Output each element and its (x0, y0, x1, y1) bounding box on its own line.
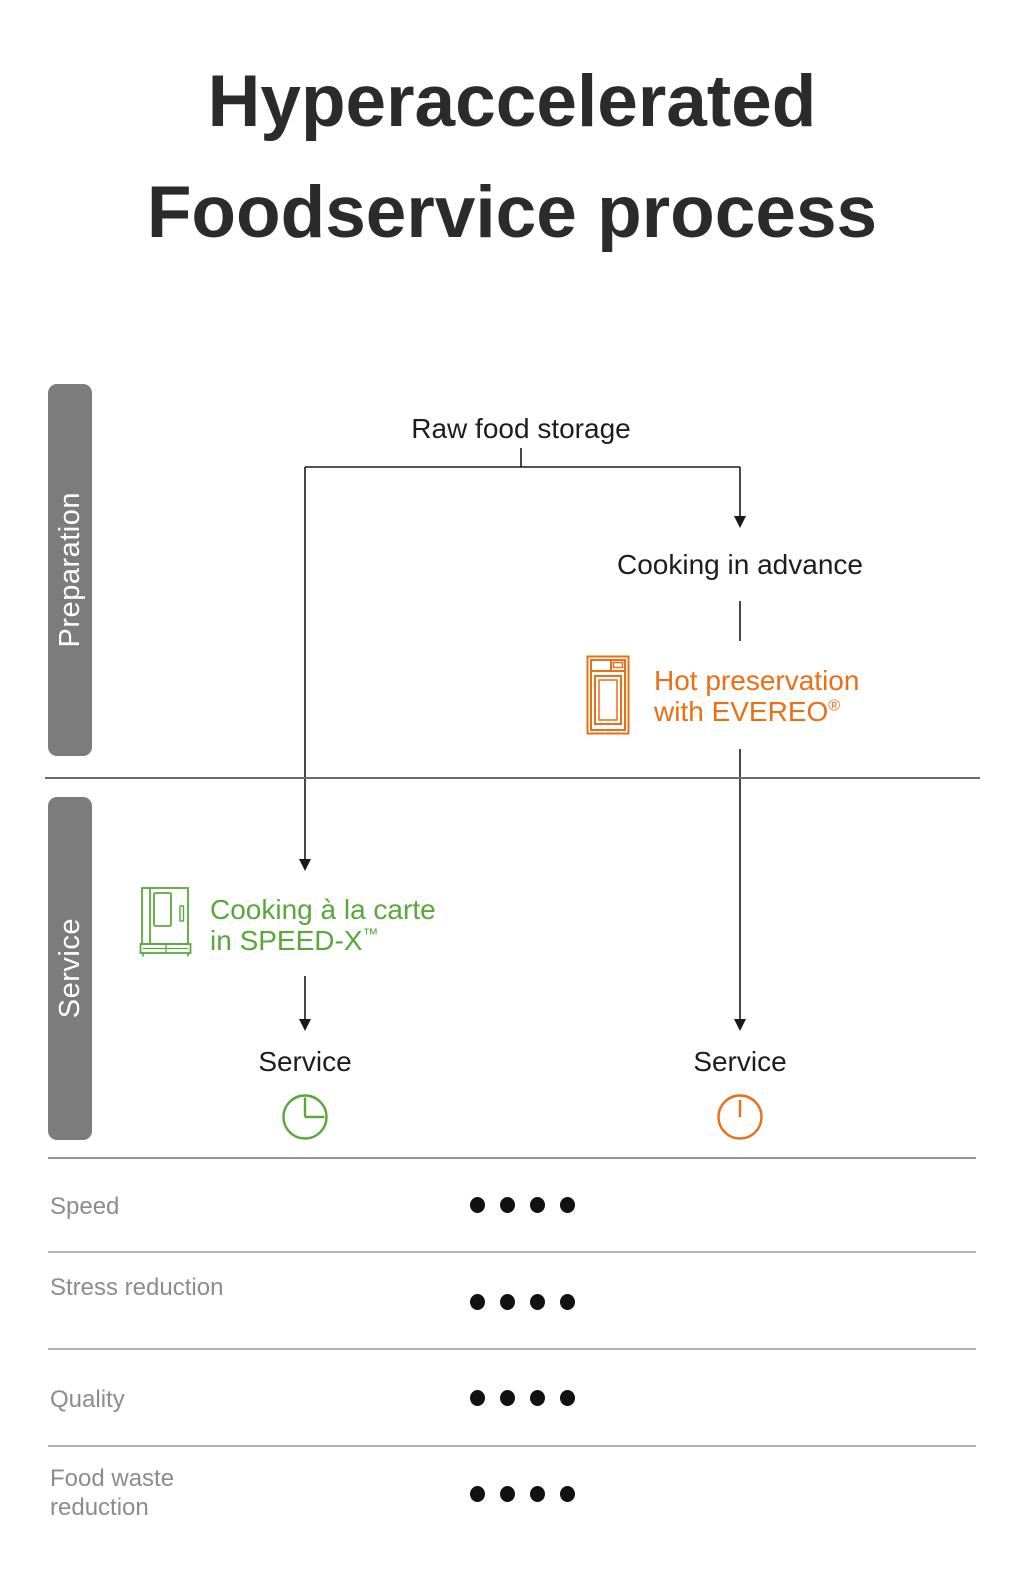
rating-dot (500, 1294, 515, 1310)
hot-preservation-line1: Hot preservation (654, 665, 860, 696)
clock-twelve-icon (717, 1094, 763, 1140)
rating-label-food-waste-reduction: Food waste reduction (50, 1465, 175, 1521)
page-title-line1: Hyperaccelerated (207, 61, 817, 142)
cooking-alacarte-line1: Cooking à la carte (210, 894, 436, 925)
clock-quarter-past-icon (282, 1094, 328, 1140)
trademark-symbol: ™ (362, 926, 379, 944)
cooking-alacarte-line2: in SPEED-X™ (210, 925, 379, 956)
rating-dot (470, 1197, 485, 1213)
rating-label-stress-reduction: Stress reduction (50, 1274, 224, 1301)
rating-dots-food-waste-reduction (470, 1486, 575, 1502)
node-hot-preservation: Hot preservation with EVEREO® (586, 655, 859, 735)
hot-preservation-label: Hot preservation with EVEREO® (654, 665, 859, 727)
rating-dot (500, 1390, 515, 1406)
page-title-line2: Foodservice process (146, 172, 878, 253)
service-section-label: Service (53, 918, 86, 1019)
section-bar-preparation: Preparation (48, 384, 92, 756)
page-title: Hyperaccelerated Foodservice process (0, 46, 1024, 268)
node-cooking-alacarte: Cooking à la carte in SPEED-X™ (139, 886, 436, 958)
rating-dots-speed (470, 1197, 575, 1213)
cooking-alacarte-label: Cooking à la carte in SPEED-X™ (210, 894, 436, 956)
preparation-label: Preparation (53, 492, 86, 648)
rating-row-separator (48, 1251, 976, 1253)
rating-dot (530, 1486, 545, 1502)
rating-row-separator (48, 1445, 976, 1447)
rating-dot (470, 1390, 485, 1406)
rating-dot (500, 1197, 515, 1213)
section-divider (45, 777, 980, 779)
rating-dot (560, 1197, 575, 1213)
rating-dots-quality (470, 1390, 575, 1406)
rating-dot (500, 1486, 515, 1502)
rating-label-quality: Quality (50, 1386, 125, 1413)
rating-dot (470, 1294, 485, 1310)
rating-dot (560, 1486, 575, 1502)
rating-dots-stress-reduction (470, 1294, 575, 1310)
rating-dot (470, 1486, 485, 1502)
node-cooking-in-advance: Cooking in advance (617, 549, 863, 580)
rating-dot (560, 1294, 575, 1310)
ratings-top-divider (48, 1157, 976, 1159)
rating-dot (530, 1294, 545, 1310)
rating-dot (530, 1197, 545, 1213)
section-bar-service: Service (48, 797, 92, 1140)
rating-dot (530, 1390, 545, 1406)
node-service-right: Service (693, 1046, 787, 1077)
evereo-holding-cabinet-icon (586, 655, 630, 735)
node-raw-food-storage: Raw food storage (411, 413, 631, 444)
registered-symbol: ® (828, 697, 841, 715)
hot-preservation-line2: with EVEREO® (654, 696, 841, 727)
rating-label-speed: Speed (50, 1193, 120, 1220)
rating-row-separator (48, 1348, 976, 1350)
speedx-oven-icon (139, 887, 192, 957)
node-service-left: Service (258, 1046, 352, 1077)
rating-dot (560, 1390, 575, 1406)
